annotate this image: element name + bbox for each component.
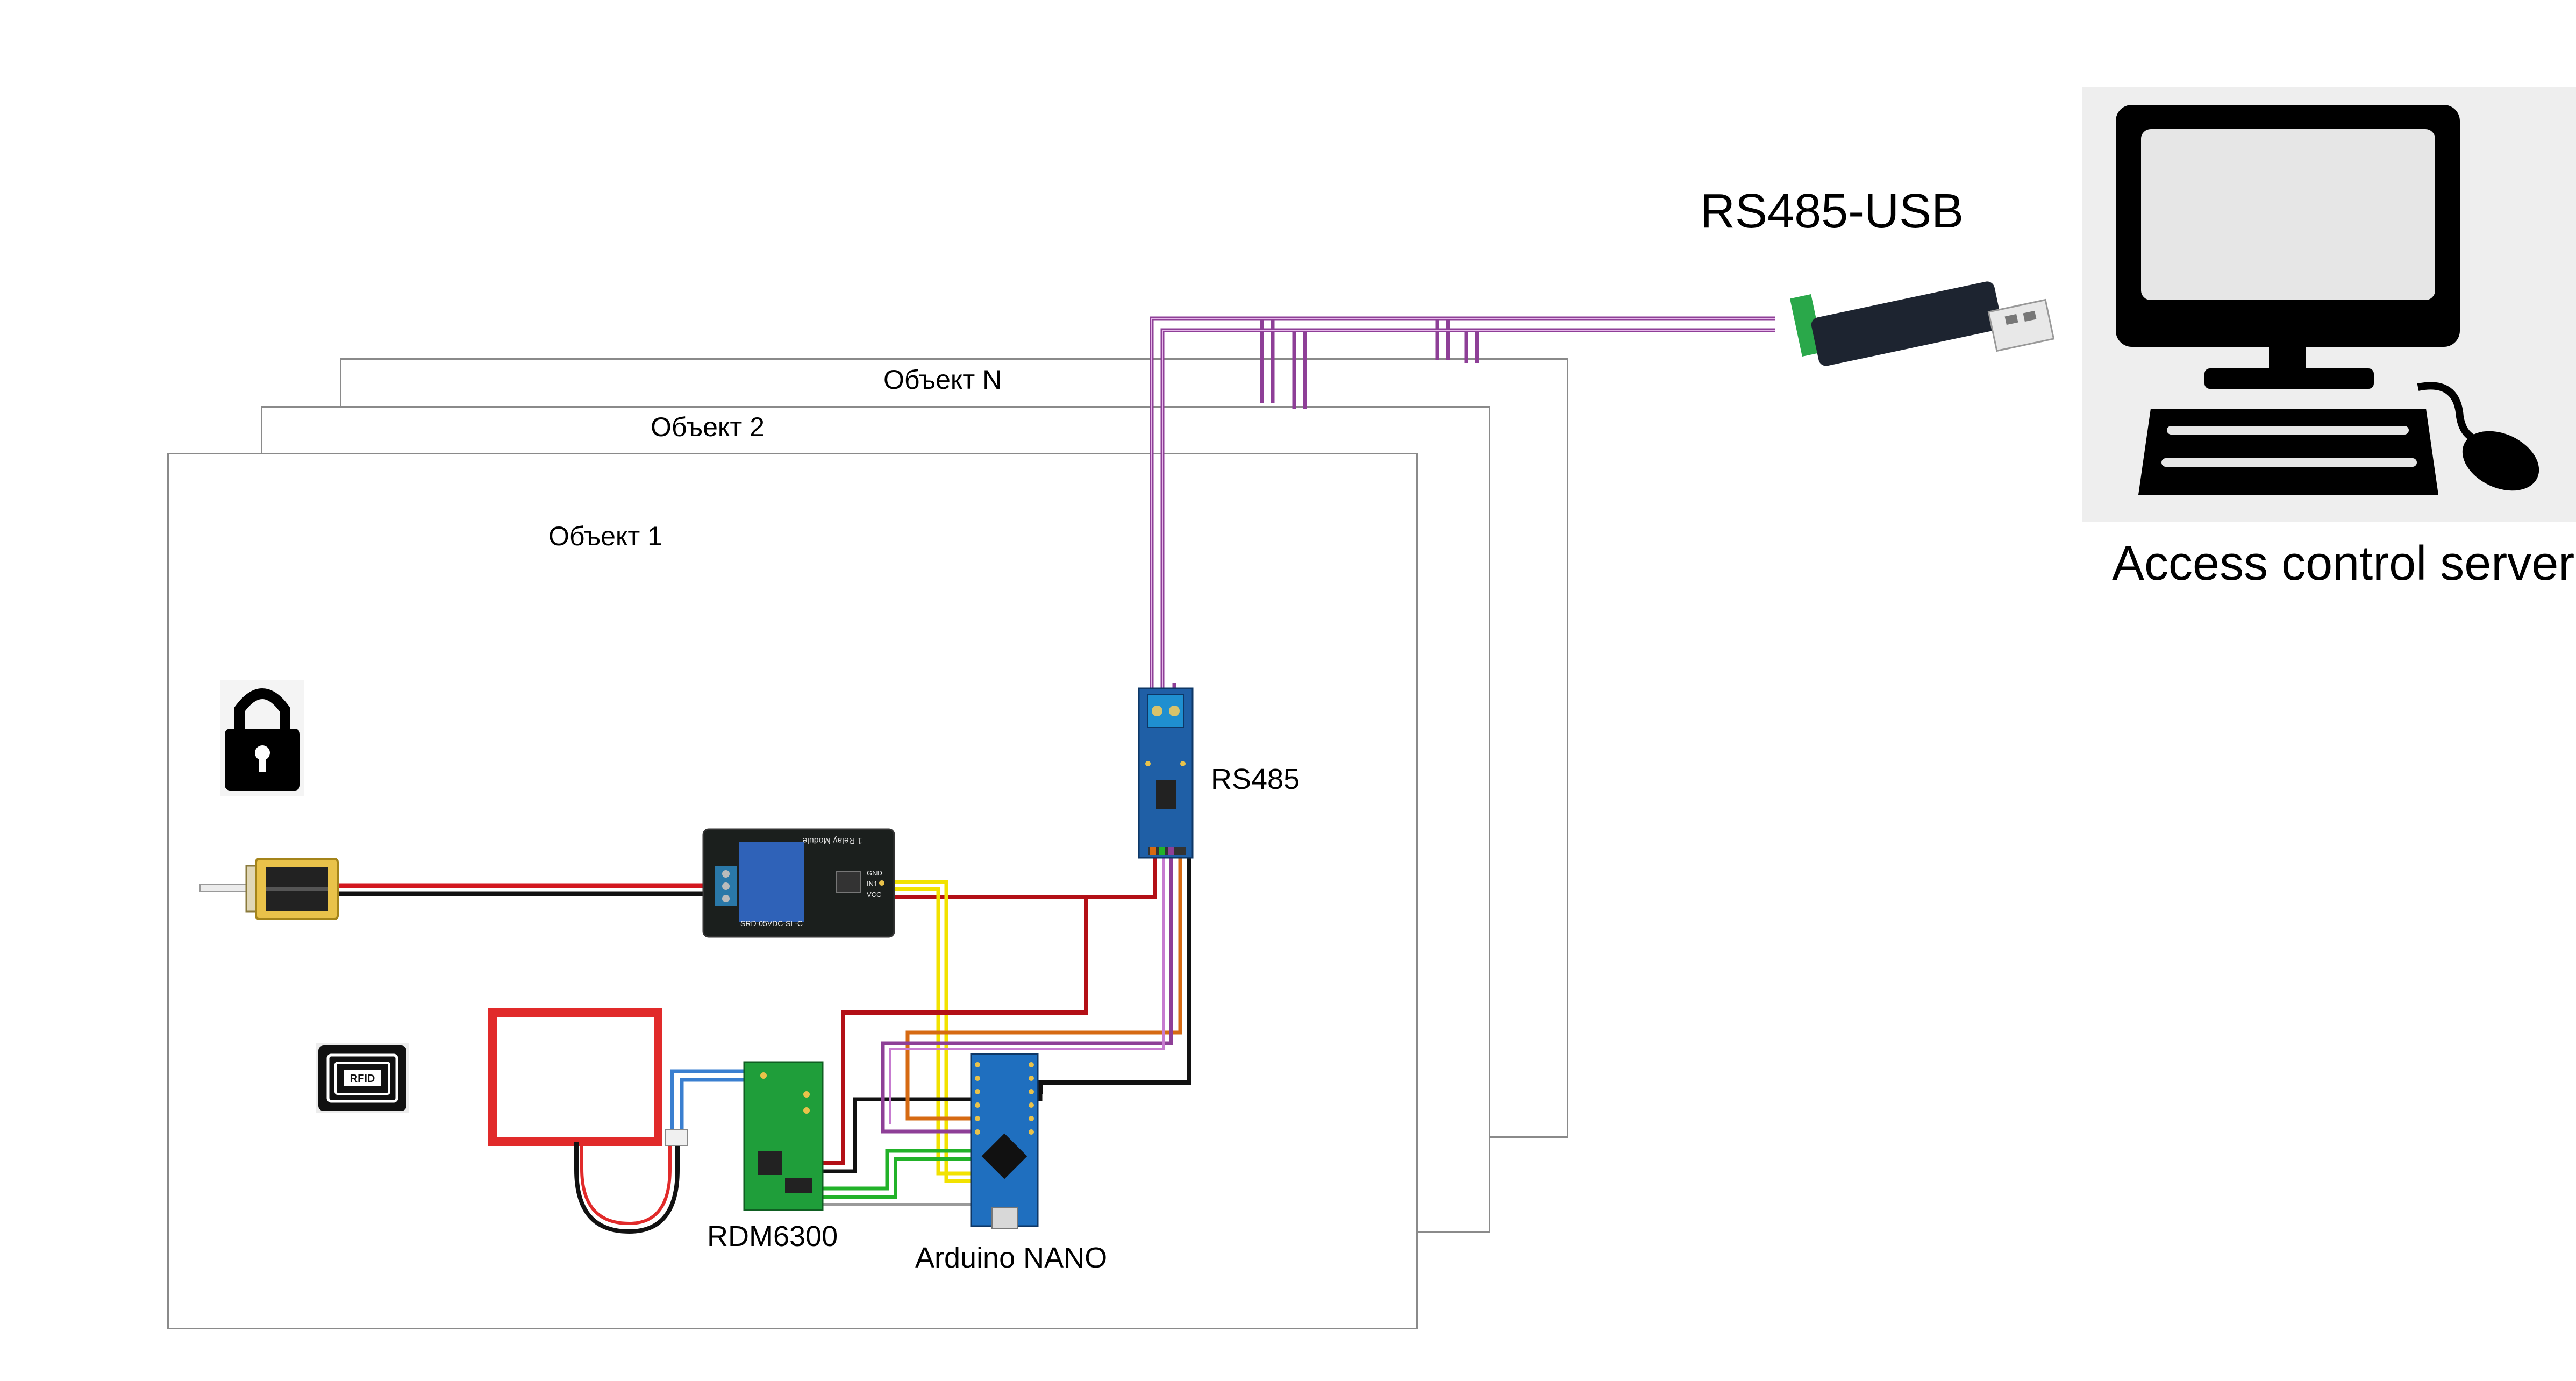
black-ground-loop	[1038, 858, 1191, 1094]
server-label: Access control server	[2112, 537, 2575, 590]
red-power-loop	[823, 897, 1088, 1165]
relay-module	[702, 828, 895, 938]
mouse-icon	[2417, 382, 2539, 491]
green-data-wire-2	[823, 1157, 979, 1199]
rs485-usb-label: RS485-USB	[1700, 184, 1964, 238]
rs485-bus-inner	[1151, 318, 1775, 690]
green-data-wire	[823, 1149, 979, 1191]
rdm6300-label: RDM6300	[707, 1220, 838, 1252]
object-1-label: Объект 1	[548, 521, 662, 551]
relay-vcc-red-wire	[882, 858, 1157, 899]
relay-pin-vcc: VCC	[867, 891, 881, 899]
antenna-blue-wire	[670, 1069, 747, 1134]
rdm6300-board	[743, 1061, 824, 1211]
solenoid-lock-icon	[199, 858, 339, 920]
black-ground-loop-2	[823, 1094, 1043, 1173]
relay-title-text: 1 Relay Module	[802, 836, 862, 845]
purple-wire-local	[881, 858, 1173, 1134]
orange-wire	[905, 858, 1182, 1121]
arduino-nano-label: Arduino NANO	[915, 1242, 1108, 1274]
padlock-icon	[220, 680, 304, 796]
object-n-label: Объект N	[883, 365, 1002, 395]
usb-adapter-icon	[1790, 281, 2055, 366]
rs485-module	[1138, 687, 1194, 859]
relay-pin-in1: IN1	[867, 880, 877, 888]
object-2-label: Объект 2	[651, 412, 765, 442]
rfid-tag-icon	[316, 1043, 409, 1113]
antenna-blue-wire-2	[680, 1078, 747, 1134]
rs485-bus-wires	[1150, 316, 1775, 692]
rfid-antenna	[488, 1008, 688, 1234]
purple-wire-local-2	[889, 858, 1165, 1124]
relay-part-text: SRD-05VDC-SL-C	[740, 919, 803, 928]
arduino-nano-board	[970, 1053, 1039, 1229]
rfid-tag-text: RFID	[350, 1073, 375, 1085]
rs485-label: RS485	[1211, 763, 1300, 795]
relay-pin-gnd: GND	[867, 869, 882, 877]
